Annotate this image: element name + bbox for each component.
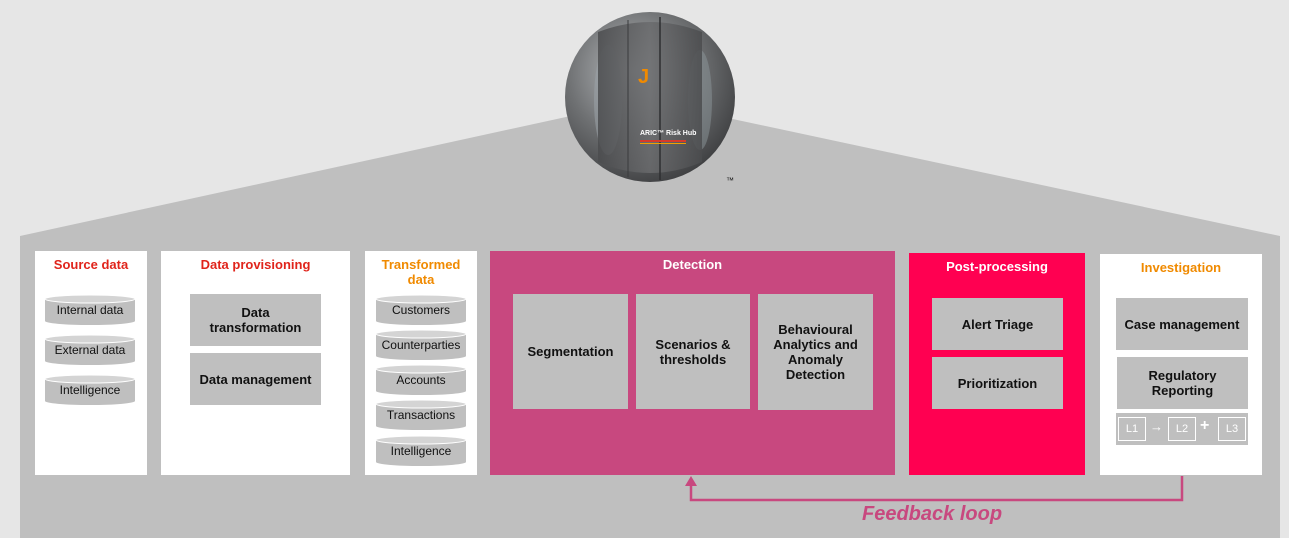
source-item-external-data: External data: [45, 335, 135, 365]
level-l3: L3: [1218, 417, 1246, 441]
feedback-loop-label: Feedback loop: [862, 503, 1003, 525]
feedback-arrow-head: [685, 476, 697, 486]
case-management-box: Case management: [1116, 298, 1248, 350]
source-item-internal-data: Internal data: [45, 295, 135, 325]
cylinder-label: Transactions: [386, 408, 456, 422]
transformed-item-transactions: Transactions: [376, 400, 466, 430]
feedback-arrow-line: [689, 476, 1184, 502]
plus-icon: +: [1200, 417, 1210, 434]
source-data-title: Source data: [53, 257, 129, 272]
level-l2: L2: [1168, 417, 1196, 441]
segmentation-box: Segmentation: [513, 294, 628, 409]
data-provisioning-title: Data provisioning: [200, 257, 311, 272]
transformed-data-title: Transformed data: [381, 257, 461, 287]
level-l1: L1: [1118, 417, 1146, 441]
transformed-item-accounts: Accounts: [376, 365, 466, 395]
transformed-item-customers: Customers: [376, 295, 466, 325]
cylinder-label: Intelligence: [59, 383, 121, 397]
investigation-panel: Investigation Case management Regulatory…: [1100, 254, 1262, 475]
aric-risk-hub-logo: [565, 12, 735, 182]
detection-title: Detection: [662, 257, 723, 272]
post-processing-title: Post-processing: [946, 259, 1048, 274]
regulatory-reporting-box: Regulatory Reporting: [1117, 357, 1248, 409]
logo-glyph: J: [638, 66, 650, 88]
source-data-panel: Source data Internal data External data …: [35, 251, 147, 475]
detection-panel: Detection Segmentation Scenarios & thres…: [490, 251, 895, 475]
post-processing-panel: Post-processing Alert Triage Prioritizat…: [909, 253, 1085, 475]
scenarios-thresholds-box: Scenarios & thresholds: [636, 294, 750, 409]
investigation-title: Investigation: [1140, 260, 1222, 275]
alert-triage-box: Alert Triage: [932, 298, 1063, 350]
levels-strip: L1 → L2 + L3: [1116, 413, 1248, 445]
transformed-item-intelligence: Intelligence: [376, 436, 466, 466]
trademark-symbol: ™: [726, 176, 734, 185]
source-item-intelligence: Intelligence: [45, 375, 135, 405]
behavioural-analytics-box: Behavioural Analytics and Anomaly Detect…: [758, 294, 873, 410]
data-transformation-box: Data transformation: [190, 294, 321, 346]
cylinder-label: Accounts: [396, 373, 446, 387]
logo-brand-text: ARIC™ Risk Hub: [640, 130, 697, 137]
data-management-box: Data management: [190, 353, 321, 405]
data-provisioning-panel: Data provisioning Data transformation Da…: [161, 251, 350, 475]
prioritization-box: Prioritization: [932, 357, 1063, 409]
cylinder-label: Intelligence: [390, 444, 452, 458]
cylinder-label: Counterparties: [381, 338, 461, 352]
cylinder-label: Customers: [391, 303, 450, 317]
transformed-data-panel: Transformed data Customers Counterpartie…: [365, 251, 477, 475]
cylinder-label: Internal data: [56, 303, 124, 317]
transformed-item-counterparties: Counterparties: [376, 330, 466, 360]
arrow-right-icon: →: [1150, 419, 1163, 434]
cylinder-label: External data: [54, 343, 126, 357]
